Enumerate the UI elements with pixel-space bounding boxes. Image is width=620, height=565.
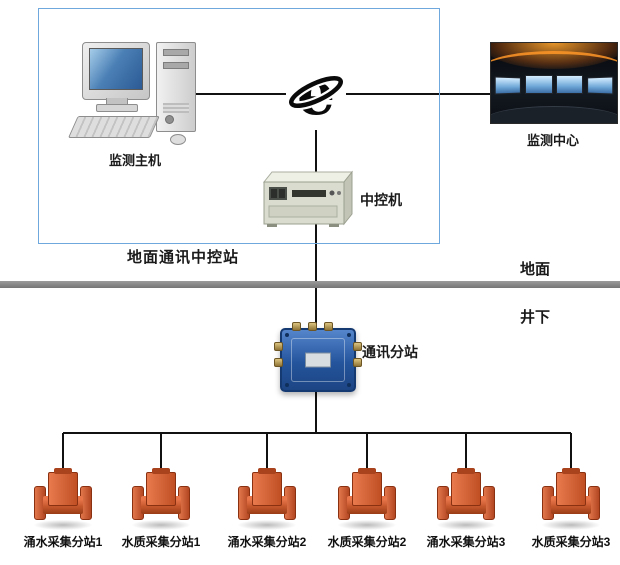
flowmeter-device-icon <box>132 468 190 530</box>
computer-monitor-icon <box>82 42 150 100</box>
ceiling-arc <box>491 51 617 88</box>
comm-substation-label: 通讯分站 <box>362 344 418 360</box>
surface-station-label: 地面通讯中控站 <box>126 249 239 266</box>
device-shadow <box>34 520 92 530</box>
device-label: 水质采集分站3 <box>531 535 611 549</box>
sensor-cap <box>457 468 475 474</box>
computer-tower-icon <box>156 42 196 132</box>
bolt-icon <box>285 383 289 387</box>
sensor-body <box>352 472 382 506</box>
cable-gland-icon <box>308 322 317 331</box>
monitor-host-computer-icon <box>68 38 203 150</box>
flowmeter-device-icon <box>542 468 600 530</box>
monitor-center-label: 监测中心 <box>526 133 579 148</box>
device-shadow <box>338 520 396 530</box>
mouse-icon <box>170 134 186 145</box>
drive-bay <box>163 49 189 56</box>
comm-substation-icon <box>274 322 362 392</box>
computer-screen <box>89 48 143 90</box>
flowmeter-device-icon <box>338 468 396 530</box>
sensor-body <box>451 472 481 506</box>
substation-face-plate <box>291 338 345 382</box>
monitor-host-label: 监测主机 <box>108 153 161 168</box>
sensor-body <box>252 472 282 506</box>
surface-underground-divider <box>0 281 620 288</box>
sensor-cap <box>358 468 376 474</box>
cable-gland-icon <box>292 322 301 331</box>
control-desk <box>491 106 617 123</box>
device-shadow <box>238 520 296 530</box>
sensor-body <box>556 472 586 506</box>
surface-side-label: 地面 <box>519 261 550 278</box>
cable-gland-icon <box>324 322 333 331</box>
bolt-icon <box>347 383 351 387</box>
flowmeter-device-icon <box>34 468 92 530</box>
sensor-cap <box>258 468 276 474</box>
internet-e-icon: e <box>286 58 346 130</box>
bolt-icon <box>347 333 351 337</box>
power-button-icon <box>165 115 174 124</box>
cable-gland-icon <box>353 358 362 367</box>
device-label: 涌水采集分站3 <box>426 535 506 549</box>
device-label: 涌水采集分站1 <box>23 535 103 549</box>
cable-gland-icon <box>353 342 362 351</box>
screen <box>587 76 614 95</box>
surface-station-box <box>38 8 440 244</box>
tower-vent-grill <box>163 103 189 113</box>
device-label: 水质采集分站2 <box>327 535 407 549</box>
device-shadow <box>437 520 495 530</box>
screen <box>525 75 553 94</box>
cable-gland-icon <box>274 358 283 367</box>
sensor-body <box>146 472 176 506</box>
monitor-base <box>96 104 138 112</box>
collection-substation: 涌水采集分站1 <box>15 468 111 550</box>
drive-bay <box>163 62 189 69</box>
central-controller-label: 中控机 <box>360 192 402 208</box>
flowmeter-device-icon <box>437 468 495 530</box>
device-shadow <box>132 520 190 530</box>
collection-substation: 水质采集分站1 <box>113 468 209 550</box>
collection-substation: 涌水采集分站3 <box>418 468 514 550</box>
cable-gland-icon <box>274 342 283 351</box>
sensor-cap <box>562 468 580 474</box>
collection-substation: 水质采集分站2 <box>319 468 415 550</box>
screen <box>555 75 583 94</box>
device-label: 涌水采集分站2 <box>227 535 307 549</box>
monitor-center-photo <box>490 42 618 124</box>
screen <box>494 76 521 95</box>
collection-substation: 水质采集分站3 <box>523 468 619 550</box>
flowmeter-device-icon <box>238 468 296 530</box>
central-controller-icon <box>262 166 354 228</box>
collection-substation: 涌水采集分站2 <box>219 468 315 550</box>
sensor-cap <box>54 468 72 474</box>
device-label: 水质采集分站1 <box>121 535 201 549</box>
underground-side-label: 井下 <box>519 309 550 326</box>
substation-nameplate <box>305 352 331 368</box>
bolt-icon <box>285 333 289 337</box>
keyboard-icon <box>68 116 160 138</box>
device-shadow <box>542 520 600 530</box>
sensor-cap <box>152 468 170 474</box>
sensor-body <box>48 472 78 506</box>
control-room-screens <box>494 75 614 95</box>
